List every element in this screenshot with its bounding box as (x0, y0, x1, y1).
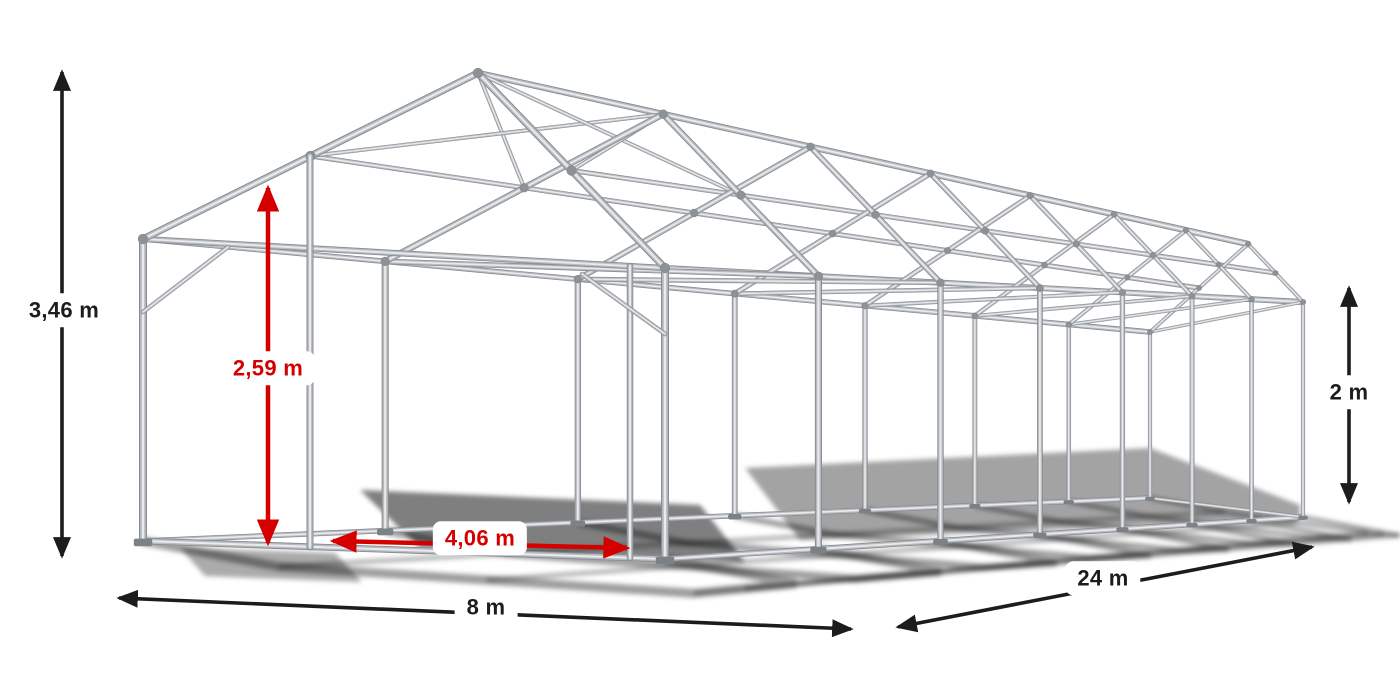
frame-7 (1145, 241, 1308, 520)
frame-1 (377, 109, 827, 554)
frame-2 (570, 142, 948, 545)
frame-5 (969, 210, 1198, 528)
roof-brace-tubes (308, 71, 743, 198)
dimension-label-total-height: 3,46 m (16, 293, 112, 327)
dimension-label-length: 24 m (1065, 561, 1141, 595)
frame-6 (1063, 227, 1257, 524)
frame-4 (858, 192, 1129, 533)
dimension-label-entrance-height: 2,59 m (220, 351, 316, 385)
dimension-label-width: 8 m (454, 590, 518, 624)
dimension-label-entrance-width: 4,06 m (432, 521, 528, 555)
frame-0 (133, 67, 675, 565)
dimension-label-side-height: 2 m (1317, 375, 1381, 409)
